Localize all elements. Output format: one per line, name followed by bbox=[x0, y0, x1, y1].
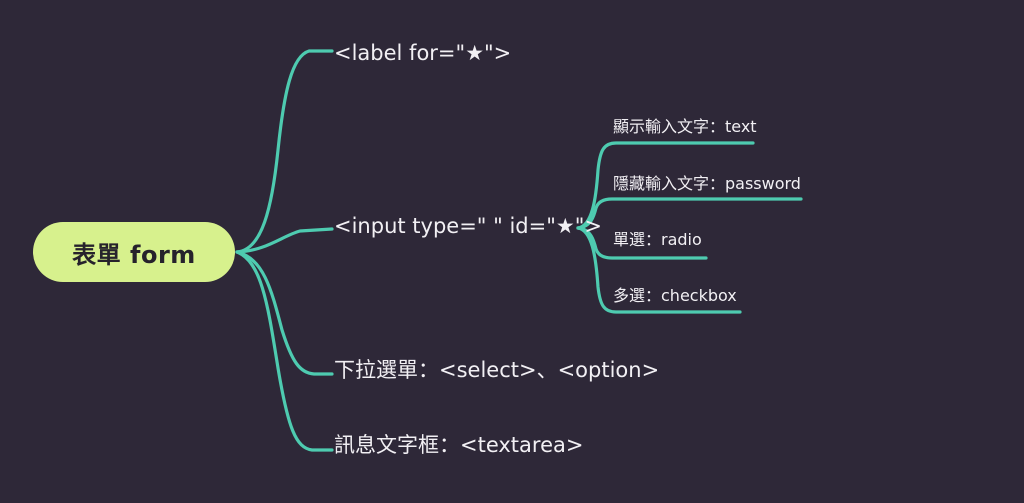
branch-label-input-element[interactable]: <input type=" " id="★"> bbox=[334, 214, 602, 238]
sub-label-input-text[interactable]: 顯示輸入文字：text bbox=[613, 117, 757, 136]
edge-root-to-textarea bbox=[235, 250, 334, 452]
edge-root-to-select bbox=[235, 250, 334, 376]
root-node-label: 表單 form bbox=[72, 240, 196, 269]
sub-label-input-checkbox[interactable]: 多選：checkbox bbox=[613, 286, 737, 305]
edge-input-to-password bbox=[576, 197, 803, 230]
root-node[interactable]: 表單 form bbox=[33, 222, 235, 282]
branch-label-select-element[interactable]: 下拉選單：<select>、<option> bbox=[334, 358, 660, 382]
sub-label-input-password[interactable]: 隱藏輸入文字：password bbox=[613, 174, 801, 193]
sub-label-input-radio[interactable]: 單選：radio bbox=[613, 230, 702, 249]
branch-label-textarea-element[interactable]: 訊息文字框：<textarea> bbox=[334, 433, 584, 457]
edge-root-to-label bbox=[235, 49, 334, 254]
branch-label-label-element[interactable]: <label for="★"> bbox=[334, 41, 512, 65]
edge-root-to-input bbox=[235, 227, 334, 254]
